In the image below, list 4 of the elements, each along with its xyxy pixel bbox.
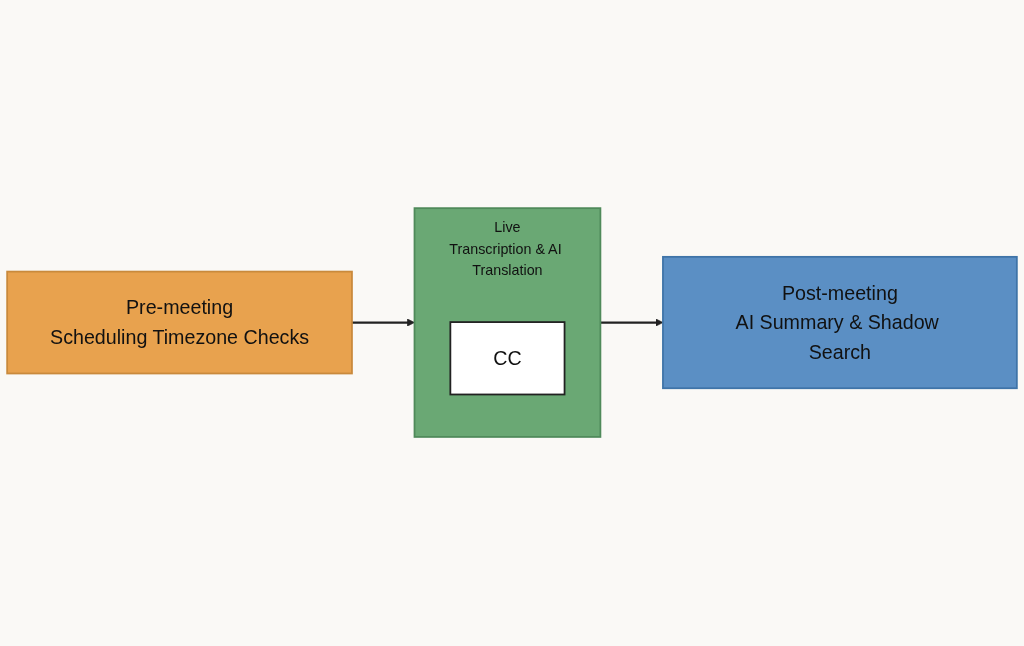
arrow <box>351 319 415 327</box>
node-box: Post-meeting AI Summary & Shadow Search <box>662 256 1018 390</box>
node-box: Pre-meeting Scheduling Timezone Checks <box>6 271 353 375</box>
node-box: CC <box>449 321 566 396</box>
